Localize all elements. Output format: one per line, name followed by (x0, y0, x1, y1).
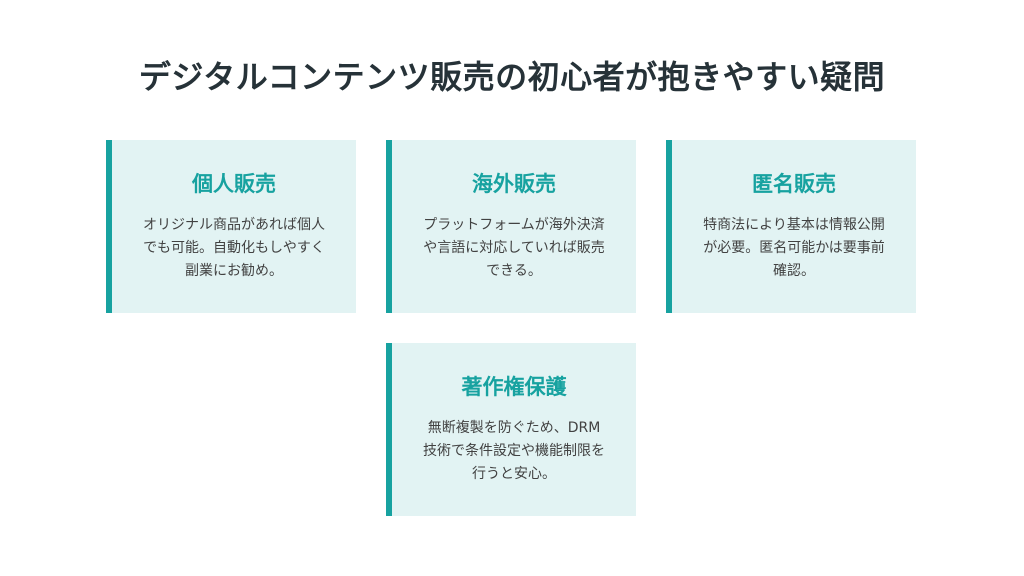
faq-card-individual-sales: 個人販売 オリジナル商品があれば個人でも可能。自動化もしやすく副業にお勧め。 (106, 140, 356, 313)
card-heading: 個人販売 (192, 172, 276, 196)
card-heading: 海外販売 (472, 172, 556, 196)
page-title: デジタルコンテンツ販売の初心者が抱きやすい疑問 (138, 58, 886, 96)
card-heading: 著作権保護 (461, 375, 567, 399)
card-body: 特商法により基本は情報公開が必要。匿名可能かは要事前確認。 (703, 217, 885, 279)
card-body: プラットフォームが海外決済や言語に対応していれば販売できる。 (423, 217, 605, 279)
card-body: オリジナル商品があれば個人でも可能。自動化もしやすく副業にお勧め。 (143, 217, 325, 279)
faq-card-anonymous-sales: 匿名販売 特商法により基本は情報公開が必要。匿名可能かは要事前確認。 (666, 140, 916, 313)
card-heading: 匿名販売 (752, 172, 836, 196)
faq-card-overseas-sales: 海外販売 プラットフォームが海外決済や言語に対応していれば販売できる。 (386, 140, 636, 313)
faq-card-copyright-protection: 著作権保護 無断複製を防ぐため、DRM技術で条件設定や機能制限を行うと安心。 (386, 343, 636, 516)
card-body: 無断複製を防ぐため、DRM技術で条件設定や機能制限を行うと安心。 (423, 420, 605, 482)
